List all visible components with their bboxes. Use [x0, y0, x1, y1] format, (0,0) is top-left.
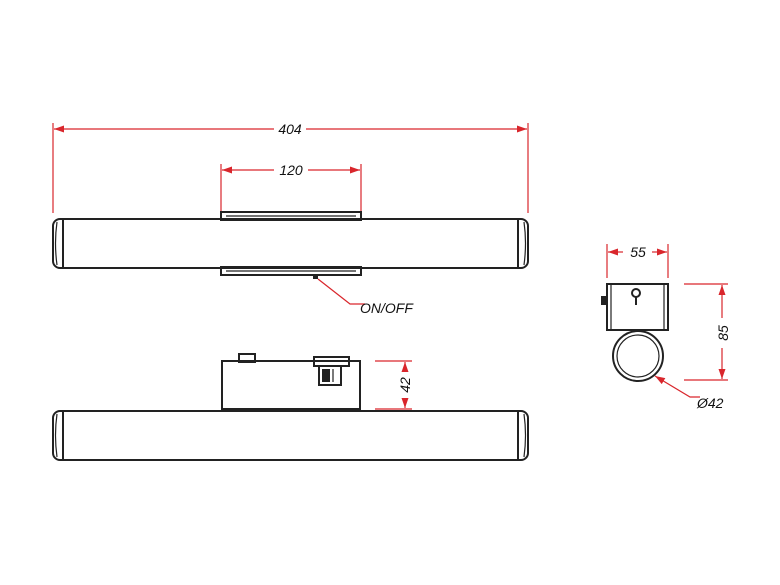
switch-marker [313, 275, 318, 279]
dimension-diameter-label: Ø42 [696, 395, 724, 411]
dimension-length-label: 404 [278, 121, 302, 137]
side-view: 55 85 Ø42 [601, 244, 731, 411]
mounting-tab [238, 353, 256, 363]
dimension-housing-height: 42 [375, 360, 413, 410]
side-bracket-block [606, 283, 669, 331]
dimension-diameter: Ø42 [654, 375, 724, 411]
dimension-length: 404 [52, 121, 529, 213]
tube-cross-section [612, 330, 664, 382]
light-tube-top [52, 410, 529, 461]
dimension-housing-height-label: 42 [397, 377, 413, 393]
top-view: 42 [52, 353, 529, 461]
dimension-projection-label: 85 [715, 325, 731, 341]
switch-callout: ON/OFF [313, 275, 414, 316]
dimension-bracket-width-label: 120 [279, 162, 303, 178]
side-knob [631, 288, 641, 298]
dimension-projection: 85 [684, 283, 731, 381]
dimension-depth: 55 [606, 244, 669, 278]
front-view: 404 120 ON/OFF [52, 121, 529, 316]
side-nub [601, 296, 607, 305]
dimension-bracket-width: 120 [220, 162, 362, 212]
light-tube-front [52, 218, 529, 269]
rocker-switch-icon [318, 365, 342, 386]
switch-label: ON/OFF [360, 300, 414, 316]
dimension-depth-label: 55 [630, 244, 646, 260]
